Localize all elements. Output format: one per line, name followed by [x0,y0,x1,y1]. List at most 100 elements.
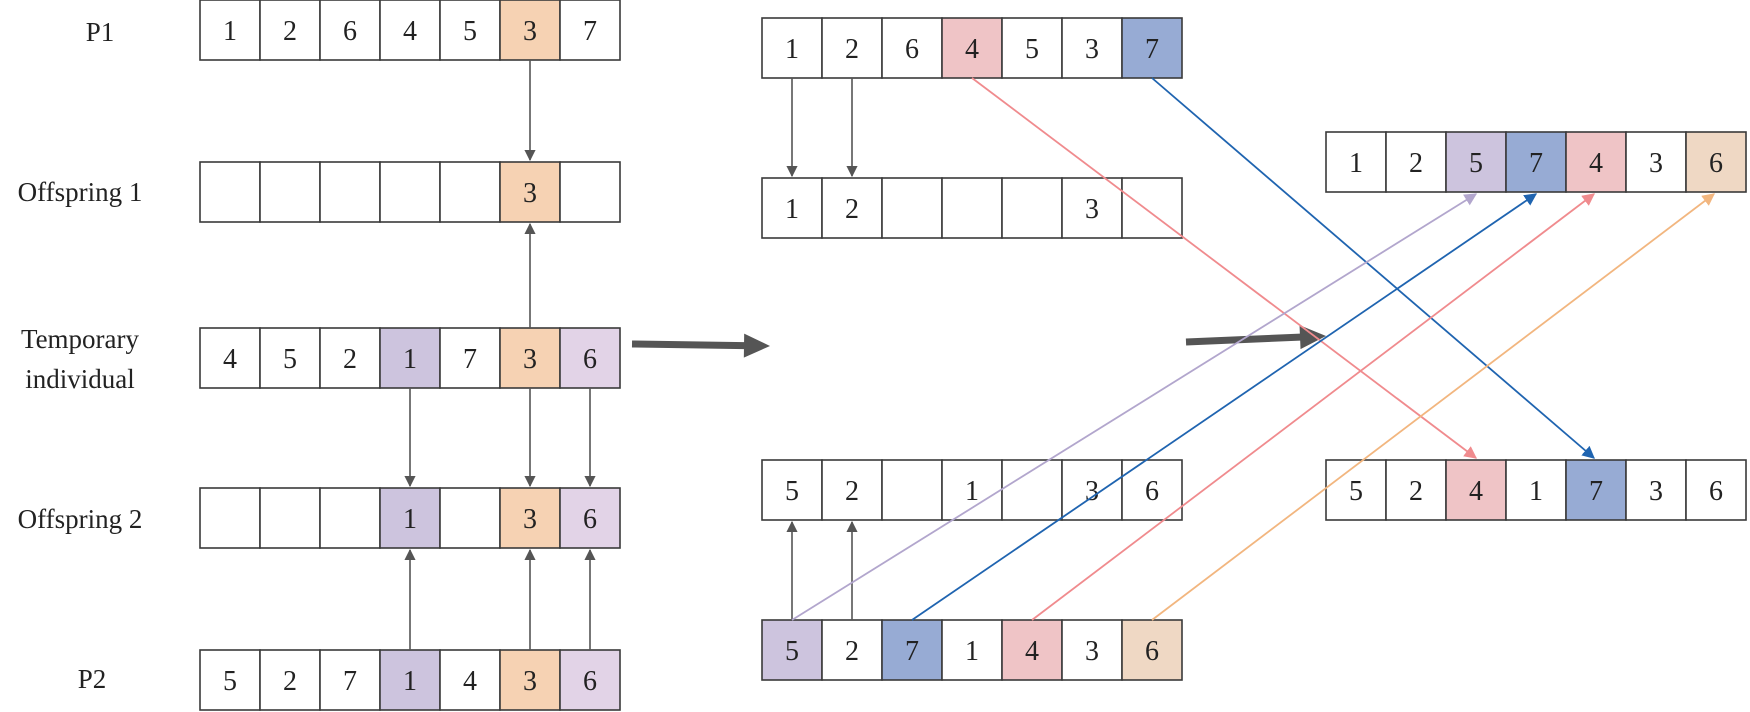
gene-value: 5 [223,666,237,697]
gene-cell [1385,459,1447,521]
label-offspring1: Offspring 1 [18,177,143,207]
gene-cell [941,459,1003,521]
gene-value: 5 [463,16,477,47]
gene-value: 6 [1709,476,1723,507]
arrow-blue-to-right-bottom [1151,77,1595,459]
row-mid-offspring1: 1 2 3 [761,177,1183,239]
gene-value: 2 [845,194,859,225]
gene-value: 7 [343,666,357,697]
gene-cell [199,161,261,223]
gene-cell [199,0,261,61]
gene-cell [439,487,501,549]
gene-cell [1445,459,1507,521]
gene-cell [559,0,621,61]
gene-value: 2 [1409,476,1423,507]
gene-value: 3 [1649,148,1663,179]
gene-cell [319,161,381,223]
gene-value: 1 [785,194,799,225]
gene-value: 6 [905,34,919,65]
arrow-blue-to-right-top [911,193,1538,621]
gene-value: 3 [523,178,537,209]
gene-value: 5 [1469,148,1483,179]
transition-arrow-left [631,333,770,358]
gene-value: 6 [1145,476,1159,507]
gene-value: 7 [1589,476,1603,507]
gene-value: 3 [1085,34,1099,65]
gene-value: 3 [1085,476,1099,507]
gene-cell [1505,459,1567,521]
gene-cell [1625,131,1687,193]
gene-cell [1505,131,1567,193]
gene-cell [559,649,621,711]
gene-cell [439,649,501,711]
gene-value: 3 [523,16,537,47]
label-temporary-line1: Temporary [21,324,140,354]
gene-cell [379,161,441,223]
gene-cell [439,0,501,61]
gene-cell [199,327,261,389]
arrows [404,60,1716,650]
gene-value: 1 [965,636,979,667]
gene-cell [1061,17,1123,79]
gene-cell [259,327,321,389]
gene-cell [821,17,883,79]
gene-cell [499,487,561,549]
label-p1: P1 [86,17,115,47]
gene-value: 3 [1085,194,1099,225]
gene-value: 2 [283,666,297,697]
gene-value: 3 [1649,476,1663,507]
gene-value: 4 [463,666,477,697]
arrow-orange-to-right-top [1151,193,1716,621]
gene-value: 2 [1409,148,1423,179]
gene-cell [379,649,441,711]
arrow-lavender-to-right-top [791,193,1478,621]
gene-cell [941,619,1003,681]
gene-value: 7 [463,344,477,375]
gene-cell [499,649,561,711]
gene-cell [1565,131,1627,193]
gene-cell [881,459,943,521]
gene-value: 5 [1025,34,1039,65]
label-p2: P2 [78,664,107,694]
gene-cell [1061,459,1123,521]
gene-value: 5 [785,636,799,667]
gene-cell [881,177,943,239]
transition-arrow-right [1185,325,1326,350]
arrow-pink-to-right-top [1031,193,1596,621]
gene-value: 1 [223,16,237,47]
gene-value: 6 [583,666,597,697]
gene-cell [319,487,381,549]
gene-cell [941,177,1003,239]
gene-cell [199,487,261,549]
gene-value: 5 [785,476,799,507]
gene-value: 2 [845,34,859,65]
gene-value: 4 [1469,476,1483,507]
gene-cell [439,161,501,223]
gene-cell [821,177,883,239]
gene-cell [319,0,381,61]
gene-cell [439,327,501,389]
gene-cell [499,0,561,61]
gene-cell [319,649,381,711]
gene-value: 3 [523,344,537,375]
gene-cell [259,487,321,549]
gene-value: 1 [403,504,417,535]
gene-value: 4 [1589,148,1603,179]
gene-value: 1 [1529,476,1543,507]
gene-value: 5 [283,344,297,375]
gene-cell [761,177,823,239]
gene-value: 7 [1145,34,1159,65]
gene-value: 5 [1349,476,1363,507]
gene-value: 6 [583,504,597,535]
gene-value: 3 [523,666,537,697]
gene-value: 3 [1085,636,1099,667]
gene-cell [559,327,621,389]
gene-value: 4 [403,16,417,47]
gene-value: 2 [343,344,357,375]
gene-value: 6 [1709,148,1723,179]
